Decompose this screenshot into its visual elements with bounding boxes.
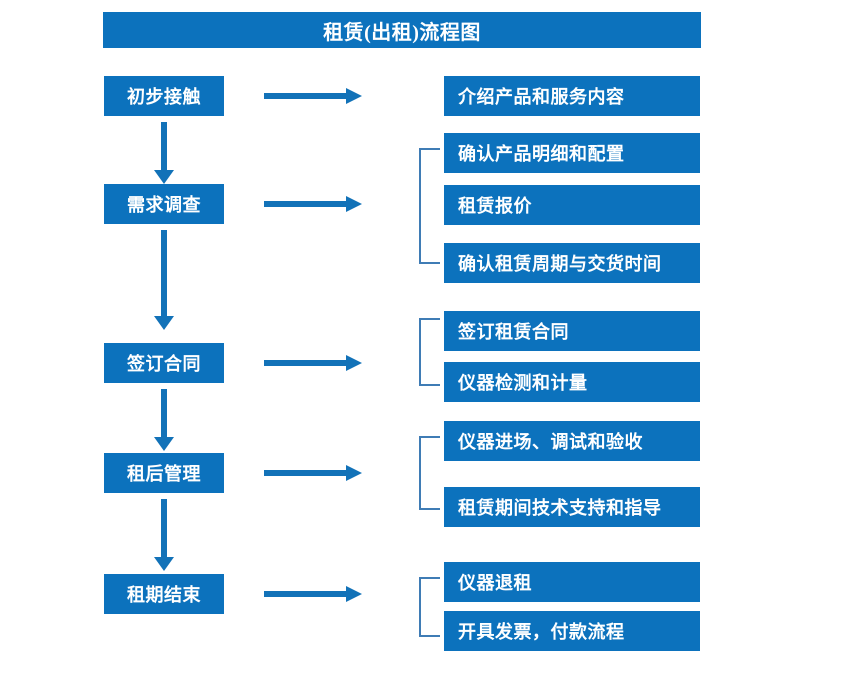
stage-box-initial-contact[interactable]: 初步接触 [104, 76, 224, 116]
flow-arrow-down-2 [154, 230, 174, 330]
flow-arrow-right-4 [264, 464, 362, 482]
arrow-shaft [161, 499, 167, 557]
detail-box-instrument-return[interactable]: 仪器退租 [444, 562, 700, 602]
arrow-shaft [264, 201, 348, 207]
arrow-head-icon [154, 437, 174, 451]
page-title: 租赁(出租)流程图 [103, 12, 701, 48]
detail-box-sign-rental-contract[interactable]: 签订租赁合同 [444, 311, 700, 351]
flow-arrow-right-2 [264, 195, 362, 213]
flow-arrow-right-5 [264, 585, 362, 603]
flow-arrow-down-3 [154, 389, 174, 451]
arrow-head-icon [346, 88, 362, 104]
stage-box-post-rental-management[interactable]: 租后管理 [104, 453, 224, 493]
arrow-shaft [264, 591, 348, 597]
arrow-shaft [161, 122, 167, 170]
detail-box-instrument-inspection[interactable]: 仪器检测和计量 [444, 362, 700, 402]
flow-arrow-down-4 [154, 499, 174, 571]
arrow-head-icon [346, 196, 362, 212]
arrow-shaft [264, 470, 348, 476]
stage-box-sign-contract[interactable]: 签订合同 [104, 343, 224, 383]
group-bracket-post-rental-management [419, 436, 440, 510]
arrow-head-icon [346, 355, 362, 371]
arrow-head-icon [154, 170, 174, 184]
arrow-shaft [161, 230, 167, 316]
detail-box-technical-support[interactable]: 租赁期间技术支持和指导 [444, 487, 700, 527]
detail-box-introduce-products[interactable]: 介绍产品和服务内容 [444, 76, 700, 116]
flow-arrow-right-1 [264, 87, 362, 105]
detail-box-invoice-payment[interactable]: 开具发票，付款流程 [444, 611, 700, 651]
arrow-shaft [264, 93, 348, 99]
detail-box-rental-quotation[interactable]: 租赁报价 [444, 185, 700, 225]
stage-box-rental-end[interactable]: 租期结束 [104, 574, 224, 614]
group-bracket-demand-survey [419, 148, 440, 264]
arrow-shaft [161, 389, 167, 437]
arrow-head-icon [154, 557, 174, 571]
arrow-head-icon [346, 465, 362, 481]
arrow-head-icon [154, 316, 174, 330]
group-bracket-sign-contract [419, 318, 440, 386]
arrow-head-icon [346, 586, 362, 602]
stage-box-demand-survey[interactable]: 需求调查 [104, 184, 224, 224]
group-bracket-rental-end [419, 577, 440, 637]
detail-box-instrument-entry-commissioning[interactable]: 仪器进场、调试和验收 [444, 421, 700, 461]
flow-arrow-right-3 [264, 354, 362, 372]
detail-box-confirm-product-spec[interactable]: 确认产品明细和配置 [444, 133, 700, 173]
flow-arrow-down-1 [154, 122, 174, 184]
arrow-shaft [264, 360, 348, 366]
detail-box-confirm-period-delivery[interactable]: 确认租赁周期与交货时间 [444, 243, 700, 283]
